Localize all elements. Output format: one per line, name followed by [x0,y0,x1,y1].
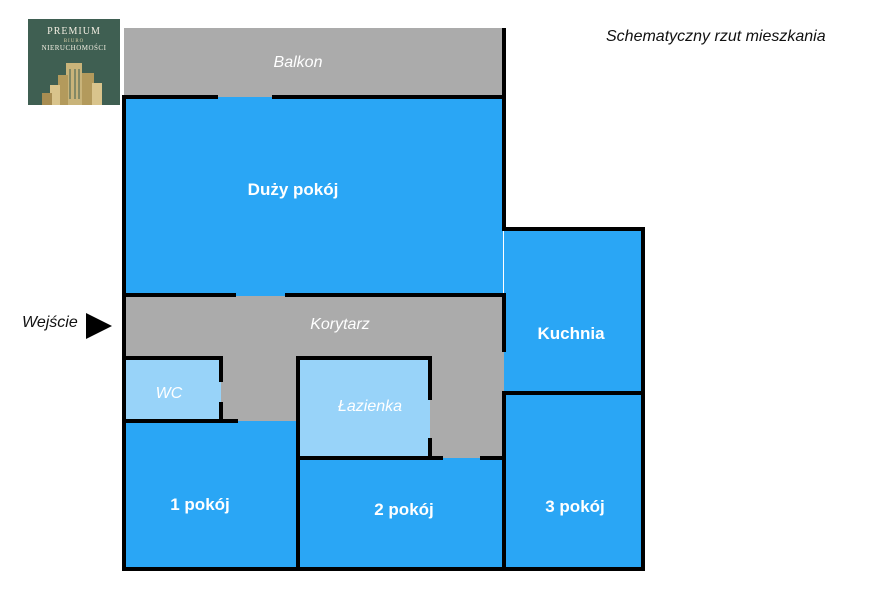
bathroom-area [298,358,430,458]
room2-area [298,458,503,569]
room2-label: 2 pokój [374,500,434,519]
entry-label: Wejście [22,314,78,331]
entry-arrow-icon [86,313,112,339]
logo-brand-text: PREMIUM [47,26,101,37]
wc-label: WC [155,385,183,402]
room3-label: 3 pokój [545,497,605,516]
big-room-area [124,97,503,296]
room1-area [124,421,298,569]
kitchen-area [504,229,643,393]
wc-area [124,358,221,421]
balcony-label: Balkon [273,54,323,71]
company-logo: PREMIUM BIURO NIERUCHOMOŚCI [28,19,120,105]
room3-area [504,393,643,569]
balcony-area [124,28,504,97]
kitchen-label: Kuchnia [537,324,605,343]
logo-name-text: NIERUCHOMOŚCI [41,44,107,52]
plan-caption: Schematyczny rzut mieszkania [606,28,826,45]
logo-tagline-text: BIURO [63,39,85,44]
corridor-label: Korytarz [310,316,370,333]
room1-label: 1 pokój [170,495,230,514]
big-room-label: Duży pokój [247,180,339,199]
bathroom-label: Łazienka [337,398,403,415]
building-icon [42,63,102,105]
walls [122,28,645,571]
